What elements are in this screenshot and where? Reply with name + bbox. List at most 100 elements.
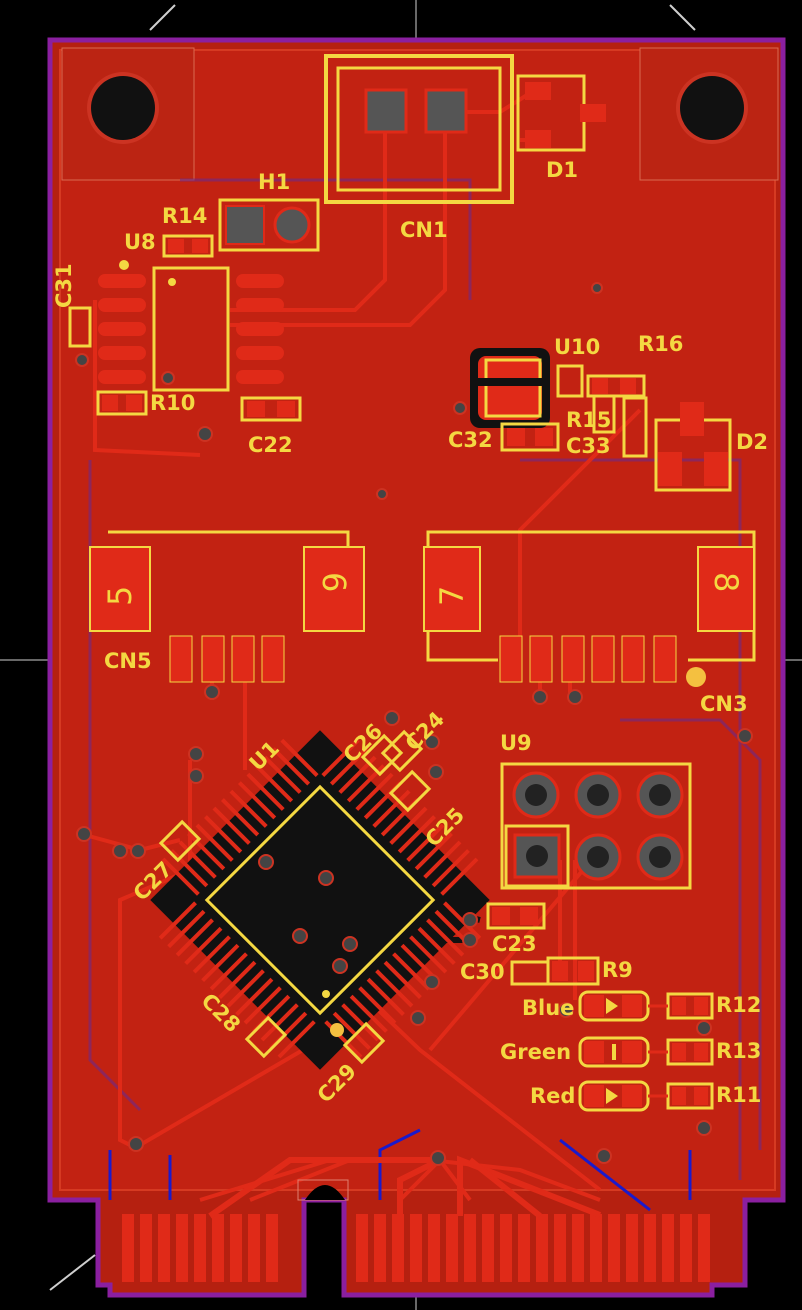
label-cn1: CN1 bbox=[400, 218, 448, 242]
c32-outline-box bbox=[484, 358, 542, 418]
h1-pin-2 bbox=[273, 206, 311, 244]
r10-outline bbox=[96, 390, 148, 416]
label-r13: R13 bbox=[716, 1039, 762, 1063]
u8-pads bbox=[98, 274, 284, 384]
c23-pad bbox=[520, 907, 538, 925]
c22-pad bbox=[247, 401, 265, 417]
label-r14: R14 bbox=[162, 204, 208, 228]
d2-pad bbox=[704, 452, 728, 486]
r16-pad bbox=[620, 378, 636, 394]
mount-hole-right bbox=[680, 76, 744, 140]
u10-outline bbox=[556, 364, 584, 398]
u8-outline bbox=[152, 266, 230, 392]
label-h1: H1 bbox=[258, 170, 291, 194]
u1-decoupling-caps bbox=[158, 729, 432, 1065]
key-notch bbox=[305, 1185, 345, 1200]
label-c22: C22 bbox=[248, 433, 293, 457]
cn5-pad-6 bbox=[303, 546, 365, 632]
pad-number-8: 8 bbox=[707, 572, 745, 593]
label-c32: C32 bbox=[448, 428, 493, 452]
r15-outline bbox=[592, 394, 616, 434]
c33-outline bbox=[622, 396, 648, 458]
c32-pad bbox=[535, 428, 553, 446]
r9-pad bbox=[578, 961, 594, 981]
led-traces bbox=[648, 1004, 668, 1098]
cn1-inner bbox=[336, 66, 502, 192]
cn3-outline-lower bbox=[426, 640, 498, 662]
r10-pad bbox=[126, 395, 142, 411]
cn5-pins bbox=[169, 635, 285, 683]
u9-outline bbox=[500, 762, 692, 890]
edge-fingers-left bbox=[122, 1214, 278, 1282]
c23-pad bbox=[492, 907, 510, 925]
c32-outline bbox=[500, 422, 560, 452]
label-u8: U8 bbox=[124, 230, 156, 254]
r9-pad bbox=[552, 961, 568, 981]
c23-outline bbox=[486, 902, 546, 930]
pad-number-7: 7 bbox=[433, 585, 471, 606]
label-cn3: CN3 bbox=[700, 692, 748, 716]
dimension-arrow bbox=[669, 4, 696, 31]
led-blue bbox=[578, 990, 650, 1022]
c32-pad bbox=[507, 428, 525, 446]
c32-body bbox=[478, 356, 542, 420]
r14-outline bbox=[162, 234, 214, 258]
label-c33: C33 bbox=[566, 434, 611, 458]
label-u9: U9 bbox=[500, 731, 532, 755]
r10-pad bbox=[102, 395, 118, 411]
c22-pad bbox=[277, 401, 295, 417]
cn5-pad-5 bbox=[89, 546, 151, 632]
r14-pad bbox=[168, 239, 184, 253]
r16-outline bbox=[586, 374, 646, 398]
dimension-arrow bbox=[49, 1254, 96, 1291]
vias bbox=[75, 282, 753, 1166]
pad-number-5: 5 bbox=[101, 585, 139, 606]
led-resistor-pads bbox=[672, 997, 708, 1105]
edge-finger-traces bbox=[208, 1155, 602, 1219]
u8-pin1-dot bbox=[168, 278, 176, 286]
label-c23: C23 bbox=[492, 932, 537, 956]
label-d2: D2 bbox=[736, 430, 769, 454]
u1-pin1-dot bbox=[322, 990, 330, 998]
pad-number-6: 6 bbox=[315, 572, 353, 593]
cn3-pad-7 bbox=[423, 546, 481, 632]
label-r11: R11 bbox=[716, 1083, 762, 1107]
r9-outline bbox=[546, 956, 600, 986]
label-blue: Blue bbox=[522, 996, 575, 1020]
d1-pad bbox=[525, 130, 551, 148]
u1-pin1-marker bbox=[330, 1023, 344, 1037]
u9-pin1-box bbox=[504, 824, 570, 888]
label-r12: R12 bbox=[716, 993, 762, 1017]
r14-pad bbox=[192, 239, 208, 253]
u1-package bbox=[150, 730, 490, 1070]
h1-outline bbox=[218, 198, 320, 252]
d1-pad bbox=[525, 82, 551, 100]
label-r9: R9 bbox=[602, 958, 633, 982]
label-cn5: CN5 bbox=[104, 649, 152, 673]
d1-pad bbox=[580, 104, 606, 122]
u9-drill-holes bbox=[525, 784, 671, 868]
c22-outline bbox=[240, 396, 302, 422]
label-r16: R16 bbox=[638, 332, 684, 356]
c31-outline bbox=[68, 306, 92, 348]
d2-pad bbox=[658, 452, 682, 486]
label-d1: D1 bbox=[546, 158, 579, 182]
mount-hole-left bbox=[91, 76, 155, 140]
label-u10: U10 bbox=[554, 335, 601, 359]
r16-pad bbox=[592, 378, 608, 394]
h1-pin-1 bbox=[225, 205, 265, 245]
cn3-pins bbox=[499, 635, 677, 683]
cn3-pin1-marker bbox=[686, 667, 706, 687]
cn5-outline bbox=[108, 530, 350, 548]
label-red: Red bbox=[530, 1084, 576, 1108]
u8-pin1-marker bbox=[119, 260, 129, 270]
edge-fingers-right bbox=[356, 1214, 710, 1282]
c32-gap bbox=[478, 378, 542, 386]
cn1-pin-1 bbox=[364, 88, 408, 134]
led-red bbox=[578, 1080, 650, 1112]
label-r10: R10 bbox=[150, 391, 196, 415]
blue-traces bbox=[108, 1128, 692, 1212]
cn3-pad-8 bbox=[697, 546, 755, 632]
cn1-pin-2 bbox=[424, 88, 468, 134]
dimension-arrow bbox=[149, 4, 176, 31]
